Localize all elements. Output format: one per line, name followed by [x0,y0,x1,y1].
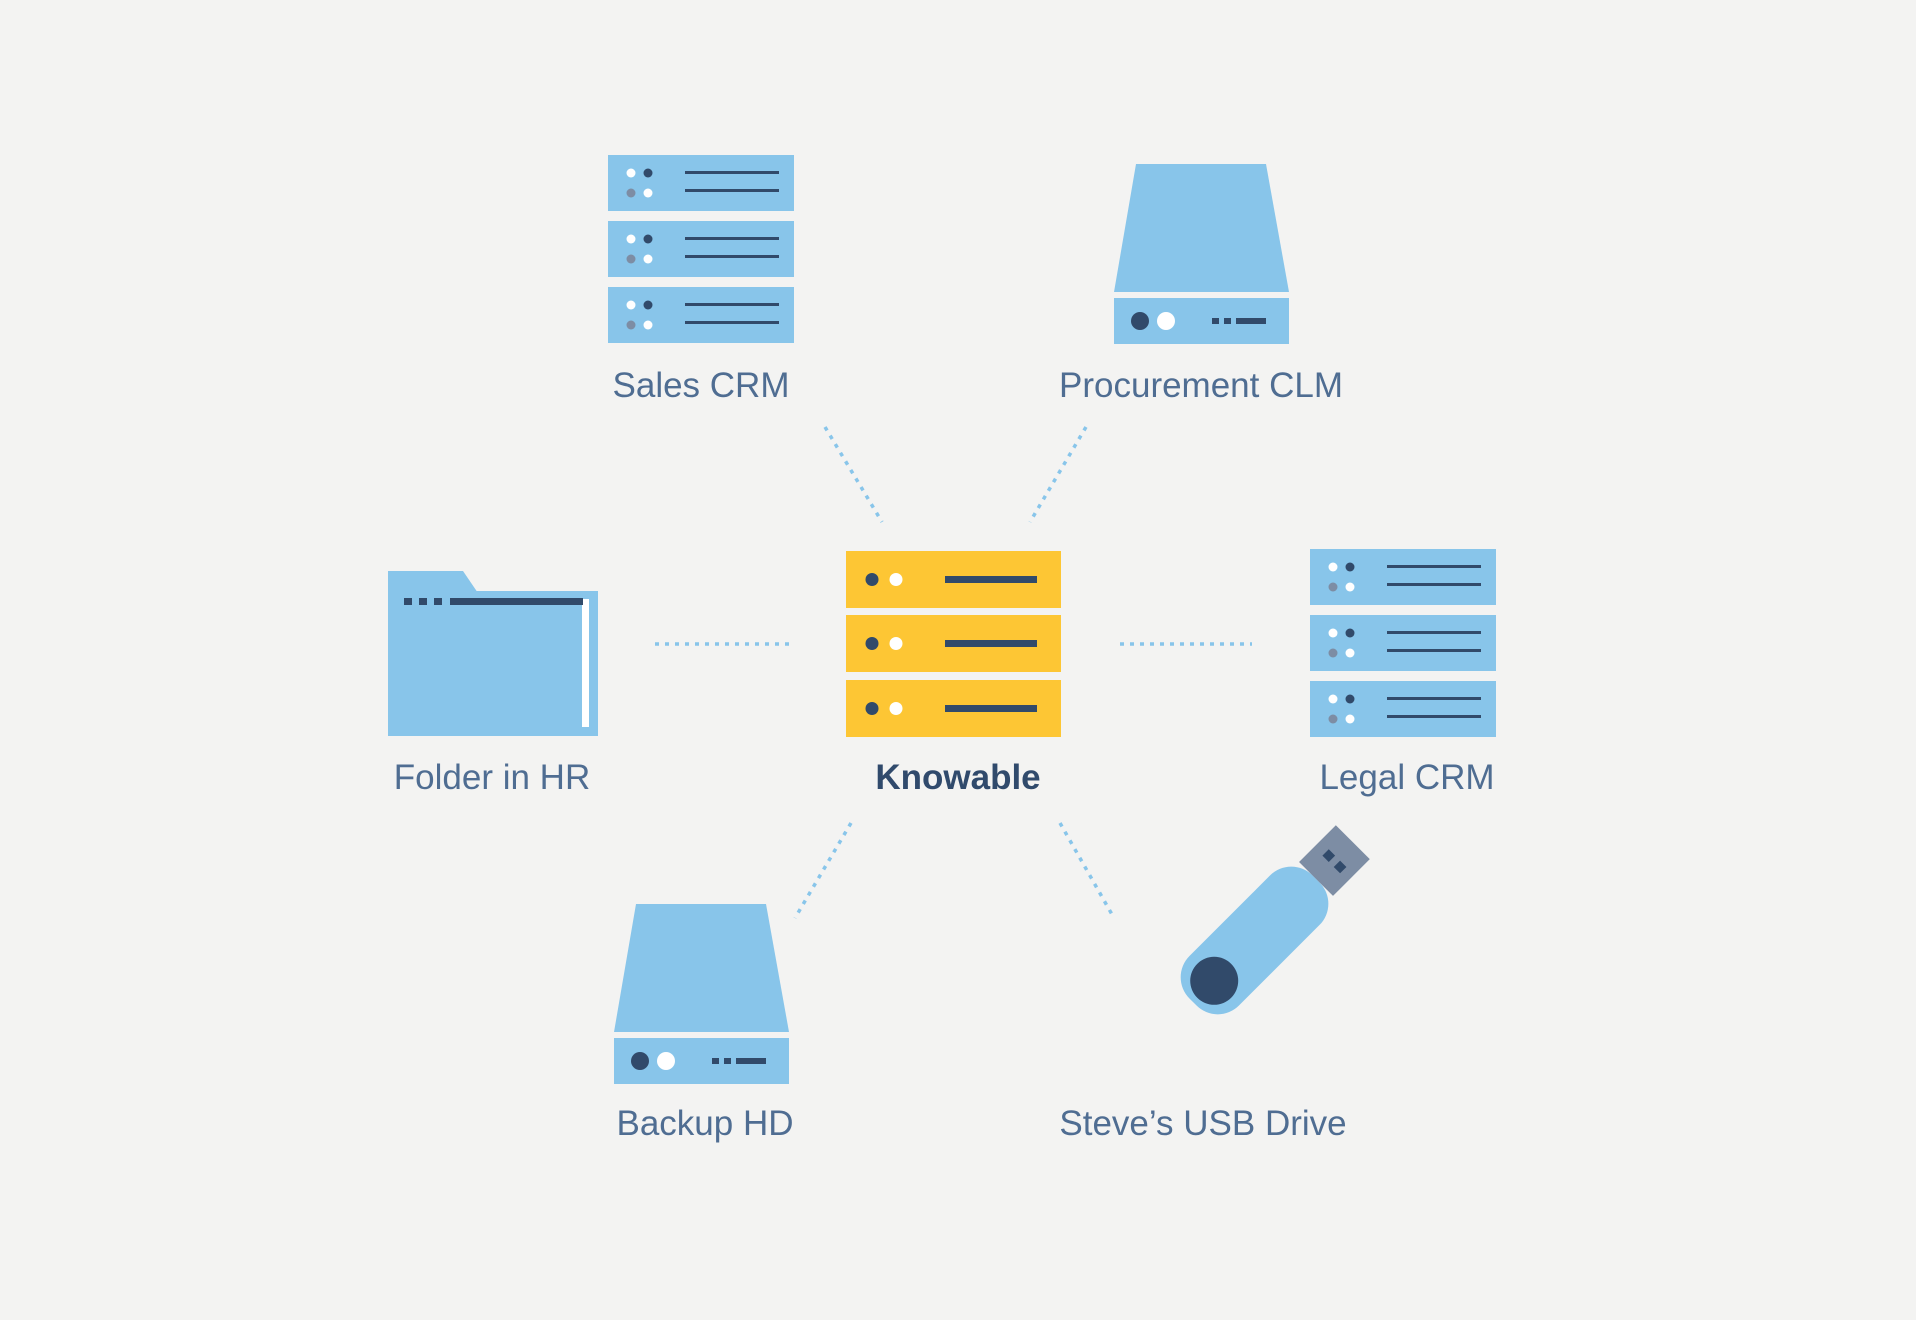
server-stack-icon [846,551,1061,737]
connector-sales-crm [823,426,884,523]
usb-drive-icon [1180,825,1370,1015]
folder-icon [388,571,598,736]
node-label-backup-hd: Backup HD [616,1104,794,1143]
node-label-usb-drive: Steve’s USB Drive [1059,1104,1347,1143]
connector-procurement-clm [1028,426,1088,523]
hard-drive-icon [614,904,789,1084]
connector-usb-drive [1058,822,1116,919]
hub-label: Knowable [875,758,1041,797]
node-label-legal-crm: Legal CRM [1319,758,1495,797]
hard-drive-icon [1114,164,1289,344]
node-label-procurement-clm: Procurement CLM [1059,366,1343,405]
connector-lines [655,426,1252,919]
node-label-sales-crm: Sales CRM [612,366,790,405]
server-stack-icon [608,155,794,343]
connector-backup-hd [793,822,853,919]
node-label-folder-hr: Folder in HR [393,758,591,797]
server-stack-icon [1310,549,1496,737]
